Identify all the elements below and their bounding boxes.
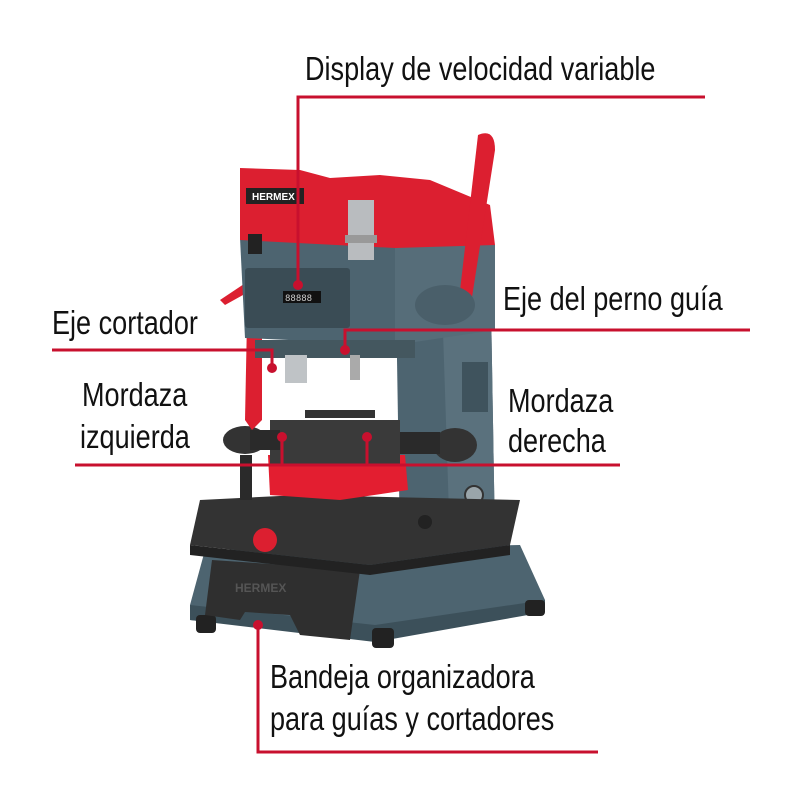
label-cutter: Eje cortador bbox=[52, 304, 198, 341]
label-guide-pin: Eje del perno guía bbox=[503, 280, 723, 317]
label-tray-2: para guías y cortadores bbox=[270, 700, 555, 737]
brand-logo: HERMEX bbox=[252, 192, 295, 203]
label-right-jaw-1: Mordaza bbox=[508, 382, 614, 419]
foot bbox=[372, 628, 394, 648]
label-left-jaw-2: izquierda bbox=[80, 418, 190, 455]
jaw-block bbox=[270, 420, 400, 465]
adjust-knob bbox=[253, 528, 277, 552]
foot bbox=[196, 615, 216, 633]
tray-logo: HERMEX bbox=[235, 581, 286, 595]
operating-lever bbox=[458, 133, 495, 310]
label-right-jaw-2: derecha bbox=[508, 422, 606, 459]
right-jaw-handle bbox=[433, 428, 477, 462]
label-left-jaw-1: Mordaza bbox=[82, 376, 188, 413]
callout-lines bbox=[52, 95, 750, 754]
label-display: Display de velocidad variable bbox=[305, 50, 656, 87]
display-readout: 88888 bbox=[285, 294, 312, 304]
callout-dots bbox=[253, 280, 372, 630]
foot bbox=[525, 600, 545, 616]
label-tray-1: Bandeja organizadora bbox=[270, 658, 535, 695]
guide-pin-spindle bbox=[348, 200, 374, 260]
organizer-tray bbox=[205, 560, 360, 640]
